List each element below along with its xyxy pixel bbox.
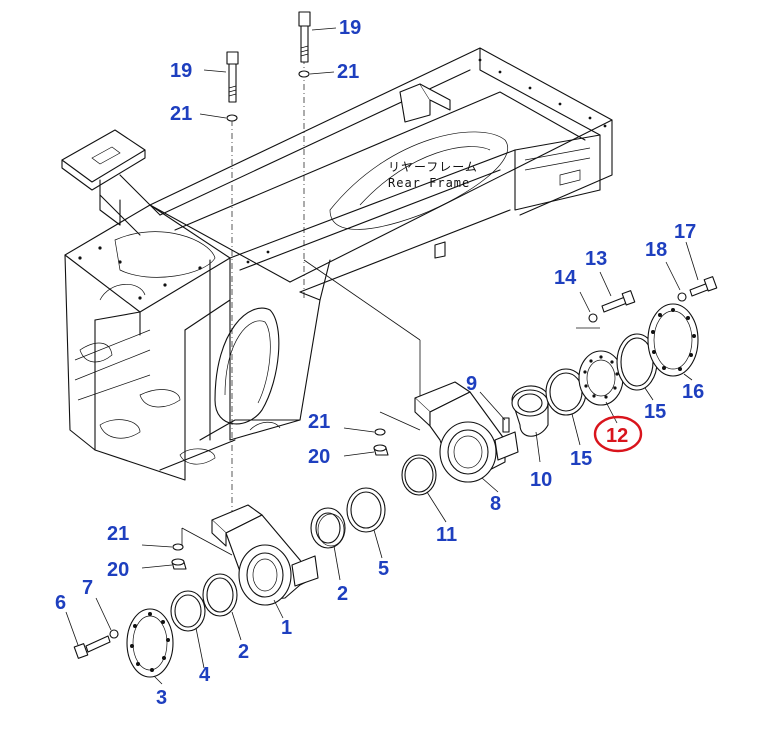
housing-8: [414, 381, 519, 483]
callout-1: 1: [281, 617, 292, 639]
frame-label-english: Rear Frame: [388, 176, 470, 190]
callout-5: 5: [378, 558, 389, 580]
callout-20-mid: 20: [308, 446, 330, 468]
callout-4: 4: [199, 664, 211, 686]
bolt-6-icon: [73, 635, 111, 659]
callout-13: 13: [585, 248, 607, 270]
housing-1: [211, 504, 319, 606]
callout-8: 8: [490, 493, 501, 515]
callout-17: 17: [674, 221, 696, 243]
washer-14-icon: [588, 313, 598, 323]
shim-12-icon: [578, 350, 624, 406]
callout-2-lower: 2: [238, 641, 249, 663]
callout-11: 11: [436, 524, 457, 546]
bushing-10-icon: [511, 385, 549, 437]
bolt-19-left-icon: [226, 51, 239, 103]
seal-5-icon: [346, 487, 386, 533]
washer-21-mid-icon: [374, 428, 386, 436]
callout-21-left: 21: [170, 103, 192, 125]
cover-16-icon: [647, 303, 699, 377]
callout-16: 16: [682, 381, 704, 403]
ring-15-left-icon: [545, 368, 587, 416]
rings: [126, 303, 699, 678]
bolt-13-icon: [601, 290, 636, 313]
callout-19-left: 19: [170, 60, 192, 82]
callout-10: 10: [530, 469, 552, 491]
callout-21-lower: 21: [107, 523, 129, 545]
bolt-19-upper-icon: [298, 11, 311, 63]
callout-3: 3: [156, 687, 167, 709]
cover-3-icon: [126, 608, 174, 678]
washer-18-icon: [677, 292, 687, 302]
washer-21-left-icon: [226, 114, 238, 122]
callout-6: 6: [55, 592, 66, 614]
callout-15-left: 15: [570, 448, 592, 470]
callout-21-upper: 21: [337, 61, 359, 83]
nut-20-mid-icon: [373, 444, 389, 456]
bushing-2-upper-icon: [310, 507, 346, 549]
ring-15-right-icon: [616, 333, 658, 391]
callout-20-lower: 20: [107, 559, 129, 581]
highlight-ring: [593, 415, 643, 453]
leader-lines: [65, 27, 699, 685]
callout-12: 12: [606, 425, 628, 447]
bolt-17-icon: [689, 276, 718, 297]
nut-20-lower-icon: [171, 558, 187, 570]
bushing-2-lower-icon: [202, 573, 238, 617]
frame-label-japanese: リヤーフレーム: [388, 160, 478, 174]
washer-21-upper-icon: [298, 70, 310, 78]
hardware: [73, 11, 718, 659]
callout-18: 18: [645, 239, 667, 261]
callout-14: 14: [554, 267, 577, 289]
callout-15-right: 15: [644, 401, 666, 423]
callout-19-upper: 19: [339, 17, 361, 39]
callout-9: 9: [466, 373, 477, 395]
callout-2-upper: 2: [337, 583, 348, 605]
washer-21-lower-icon: [172, 543, 184, 551]
seal-11-icon: [401, 454, 437, 496]
rear-frame: [61, 47, 613, 481]
washer-7-icon: [109, 629, 119, 639]
callout-7: 7: [82, 577, 93, 599]
seal-4-icon: [170, 590, 206, 632]
callout-21-mid: 21: [308, 411, 330, 433]
